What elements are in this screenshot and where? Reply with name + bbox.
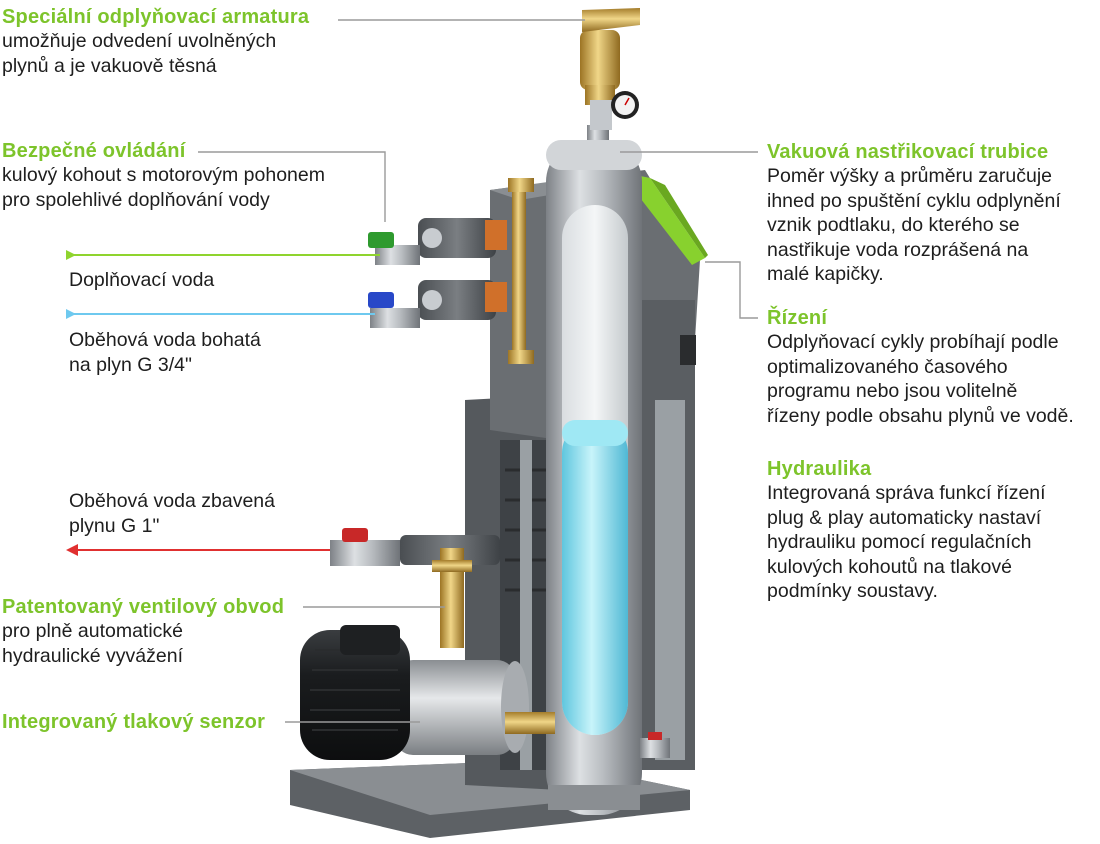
hydraulics-line-1: Integrovaná správa funkcí řízení — [767, 482, 1046, 504]
hydraulics-line-5: podmínky soustavy. — [767, 580, 938, 602]
red-valve-handle — [342, 528, 368, 542]
motor-valve-circulation — [368, 280, 507, 328]
hydraulics-line-2: plug & play automaticky nastaví — [767, 506, 1042, 529]
label-valve-circuit: Patentovaný ventilový obvod pro plně aut… — [2, 595, 284, 668]
blue-valve-handle — [368, 292, 394, 308]
flow-circulation-in: Oběhová voda bohatá na plyn G 3/4" — [69, 328, 261, 377]
circulation-in-arrow — [66, 309, 76, 319]
regulation-line-3: programu nebo jsou volitelně — [767, 380, 1018, 402]
valve-circuit — [330, 528, 500, 648]
valve-circuit-line-2: hydraulické vyvážení — [2, 644, 184, 667]
flow-makeup: Doplňovací voda — [69, 268, 214, 293]
pressure-sensor — [505, 712, 555, 734]
control-line-2: pro spolehlivé doplňování vody — [2, 188, 270, 211]
tube-line-4: nastřikuje voda rozprášená na — [767, 238, 1029, 261]
tube-line-1: Poměr výšky a průměru zaručuje — [767, 165, 1053, 187]
label-regulation: Řízení Odplyňovací cykly probíhají podle… — [767, 306, 1074, 428]
label-sensor: Integrovaný tlakový senzor — [2, 710, 265, 734]
flow-circulation-out: Oběhová voda zbavená plynu G 1" — [69, 489, 275, 538]
label-hydraulics: Hydraulika Integrovaná správa funkcí říz… — [767, 457, 1046, 604]
vent-fitting — [580, 30, 620, 90]
tube-title: Vakuová nastřikovací trubice — [767, 141, 1049, 163]
vent-title: Speciální odplyňovací armatura — [2, 6, 310, 28]
label-tube: Vakuová nastřikovací trubice Poměr výšky… — [767, 140, 1061, 287]
water-level — [562, 420, 628, 735]
circulation-in-line-1: Oběhová voda bohatá — [69, 329, 261, 351]
regulation-title: Řízení — [767, 307, 828, 329]
control-line-1: kulový kohout s motorovým pohonem — [2, 164, 325, 186]
sensor-title: Integrovaný tlakový senzor — [2, 711, 266, 733]
regulation-line-1: Odplyňovací cykly probíhají podle — [767, 331, 1059, 353]
makeup-water-arrow — [66, 250, 76, 260]
tube-line-5: malé kapičky. — [767, 263, 884, 285]
sight-tube — [512, 180, 526, 360]
tube-line-3: vznik podtlaku, do kterého se — [767, 214, 1020, 236]
tube-line-2: ihned po spuštění cyklu odplynění — [767, 189, 1061, 212]
control-title: Bezpečné ovládání — [2, 140, 186, 162]
vent-line-2: plynů a je vakuově těsná — [2, 54, 217, 77]
label-vent: Speciální odplyňovací armatura umožňuje … — [2, 5, 309, 78]
circulation-in-line-2: na plyn G 3/4" — [69, 353, 192, 376]
makeup-line-1: Doplňovací voda — [69, 269, 215, 291]
vent-line-1: umožňuje odvedení uvolněných — [2, 30, 277, 52]
regulation-line-4: řízeny podle obsahu plynů ve vodě. — [767, 404, 1074, 427]
green-valve-handle — [368, 232, 394, 248]
circulation-out-arrow — [66, 544, 78, 556]
hydraulics-line-3: hydrauliku pomocí regulačních — [767, 531, 1032, 553]
valve-circuit-title: Patentovaný ventilový obvod — [2, 596, 285, 618]
circulation-out-line-2: plynu G 1" — [69, 514, 160, 537]
circulation-out-line-1: Oběhová voda zbavená — [69, 490, 275, 512]
valve-circuit-line-1: pro plně automatické — [2, 620, 184, 642]
circulation-pump — [300, 625, 529, 760]
label-control: Bezpečné ovládání kulový kohout s motoro… — [2, 139, 325, 212]
motor-valve-makeup — [368, 218, 507, 265]
hydraulics-line-4: kulových kohoutů na tlakové — [767, 555, 1012, 578]
regulation-line-2: optimalizovaného časového — [767, 355, 1008, 378]
hydraulics-title: Hydraulika — [767, 458, 872, 480]
leader-lines — [198, 19, 758, 723]
